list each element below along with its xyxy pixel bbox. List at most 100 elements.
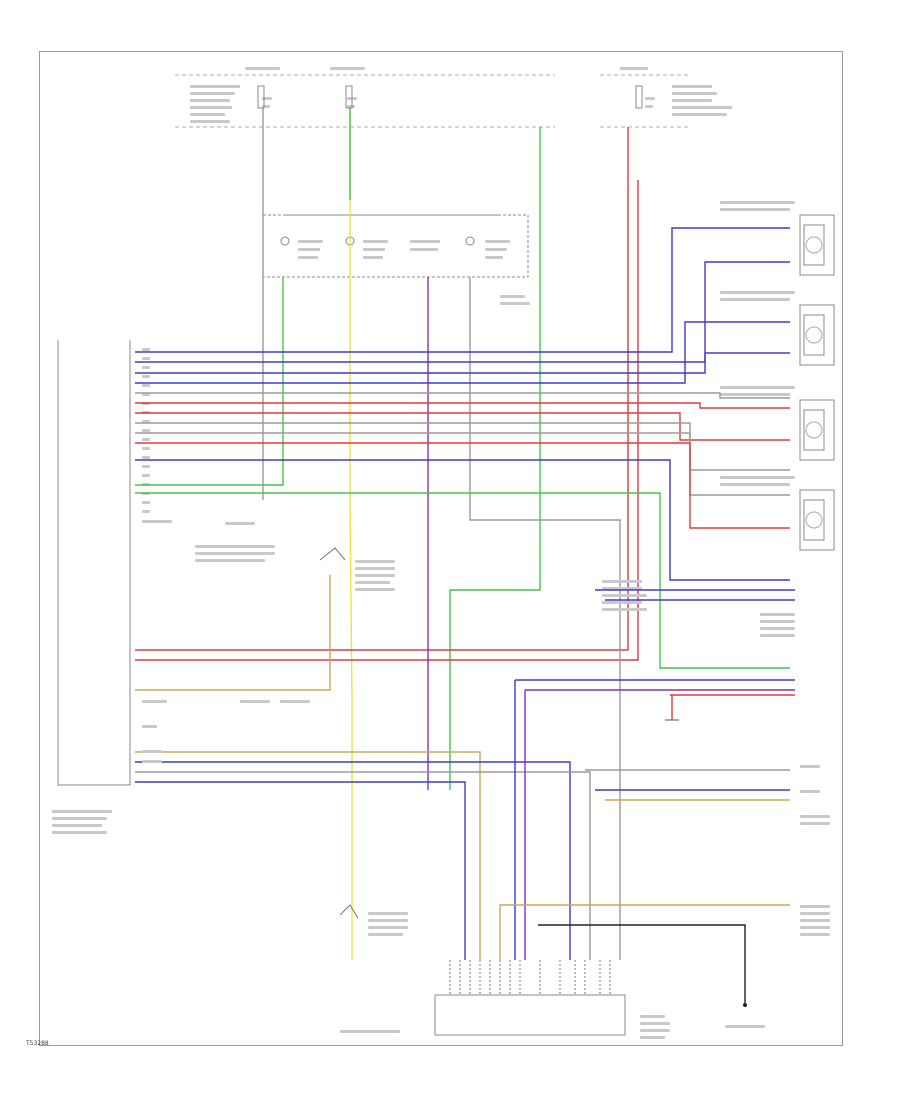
lower-label-5 xyxy=(142,760,162,763)
label-smear-top-19 xyxy=(645,105,653,108)
ecu-label-1 xyxy=(760,620,795,623)
wire-green-right xyxy=(449,127,541,790)
wire-red-trunk-2 xyxy=(135,180,639,661)
wire-tan-switch xyxy=(135,575,331,691)
label-smear-top-10 xyxy=(672,92,717,95)
speaker-label-1-a xyxy=(720,291,795,294)
cm-pin-366 xyxy=(142,366,150,369)
label-smear-top-4 xyxy=(190,113,225,116)
label-smear-top-7 xyxy=(330,67,365,70)
relay-coil-2 xyxy=(465,236,475,246)
relay-label-1 xyxy=(363,240,388,243)
cm-label-2 xyxy=(52,824,102,827)
cm-pin-510 xyxy=(142,510,150,513)
cm-pin-474 xyxy=(142,474,150,477)
lower-label-0 xyxy=(142,700,167,703)
relay-label-2 xyxy=(410,240,440,243)
amp-label-2 xyxy=(602,594,647,597)
harness-front-right-neg xyxy=(135,321,790,384)
speaker-label-2-b xyxy=(720,393,790,396)
switch-label-2 xyxy=(195,545,275,548)
steering-switch xyxy=(319,547,346,561)
amp-label-4 xyxy=(602,608,647,611)
cm-label-0 xyxy=(52,810,112,813)
wire-tan-bottom xyxy=(499,904,790,960)
vm-label-3 xyxy=(640,1036,665,1039)
label-smear-top-12 xyxy=(672,106,732,109)
relay-label-0 xyxy=(298,240,323,243)
label-smear-top-3 xyxy=(190,106,232,109)
relay-label-4 xyxy=(298,248,320,251)
lower-harness-3 xyxy=(135,781,466,960)
left-rear-speaker xyxy=(799,489,835,551)
label-smear-top-0 xyxy=(190,85,240,88)
right-front-speaker-ring xyxy=(805,326,823,344)
control-module xyxy=(57,340,131,786)
fuse-0 xyxy=(257,85,265,109)
rh-label-8 xyxy=(800,933,830,936)
switch-label-0 xyxy=(142,520,172,523)
label-smear-top-9 xyxy=(672,85,712,88)
label-smear-top-6 xyxy=(245,67,280,70)
bsw-bottom-label xyxy=(340,1030,400,1033)
label-smear-top-18 xyxy=(347,105,355,108)
relay-label-8 xyxy=(298,256,318,259)
right-rear-speaker-ring xyxy=(805,421,823,439)
ecu-label-2 xyxy=(760,627,795,630)
label-smear-top-5 xyxy=(190,120,230,123)
rh-label-5 xyxy=(800,912,830,915)
label-smear-top-2 xyxy=(190,99,230,102)
relay-label-10 xyxy=(485,256,503,259)
vehicle-module xyxy=(434,994,626,1036)
relay-coil-0 xyxy=(280,236,290,246)
speaker-label-0-a xyxy=(720,201,795,204)
vm-label-1 xyxy=(640,1022,670,1025)
wire-green-short xyxy=(135,277,284,486)
label-smear-top-1 xyxy=(190,92,235,95)
harness-signal-2 xyxy=(135,492,790,669)
fuse-1 xyxy=(345,85,353,109)
relay-label-9 xyxy=(363,256,383,259)
relay-label-6 xyxy=(410,248,438,251)
speaker-label-0-b xyxy=(720,208,790,211)
amp-label-3 xyxy=(602,601,642,604)
rh-label-1 xyxy=(800,790,820,793)
wire-gray-right xyxy=(469,277,621,960)
rh-label-7 xyxy=(800,926,830,929)
sw-desc-0 xyxy=(355,560,395,563)
cm-pin-465 xyxy=(142,465,150,468)
label-smear-top-11 xyxy=(672,99,712,102)
bsw-label-2 xyxy=(368,926,408,929)
relay-note-0 xyxy=(500,295,525,298)
cm-pin-447 xyxy=(142,447,150,450)
amp-label-0 xyxy=(602,580,642,583)
cm-pin-375 xyxy=(142,375,150,378)
harness-front-left-neg xyxy=(135,261,790,363)
lower-label-4 xyxy=(142,750,162,753)
harness-signal-1 xyxy=(135,459,790,581)
lower-harness-1 xyxy=(135,761,571,960)
diagram-frame xyxy=(39,51,843,1046)
diagram-code: T53288 xyxy=(26,1040,49,1047)
speaker-label-2-a xyxy=(720,386,795,389)
lower-label-2 xyxy=(280,700,310,703)
sw-desc-3 xyxy=(355,581,390,584)
bsw-label-0 xyxy=(368,912,408,915)
speaker-label-1-b xyxy=(720,298,790,301)
wire-black-bottom xyxy=(538,924,746,1005)
gnd-label xyxy=(725,1025,765,1028)
wire-yellow-trunk xyxy=(349,108,353,960)
cm-pin-393 xyxy=(142,393,150,396)
bottom-switch xyxy=(339,904,359,919)
speaker-label-3-a xyxy=(720,476,795,479)
rh-label-3 xyxy=(800,822,830,825)
relay-note-1 xyxy=(500,302,530,305)
left-rear-speaker-ring xyxy=(805,511,823,529)
wire-red-trunk-1 xyxy=(135,127,629,651)
cm-pin-420 xyxy=(142,420,150,423)
amp-label-1 xyxy=(602,587,642,590)
ecu-label-3 xyxy=(760,634,795,637)
right-rear-speaker-cone xyxy=(803,409,825,451)
